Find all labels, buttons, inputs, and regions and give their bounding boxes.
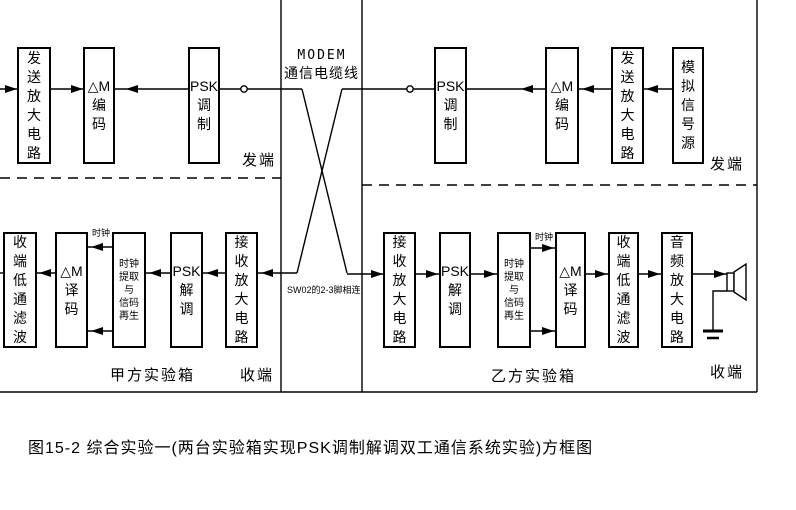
station-b-name: 乙方实验箱 <box>491 368 577 385</box>
b-audio-amplifier-block: 音 频 放 大 电 路 <box>661 232 693 348</box>
terminal-circles <box>240 85 414 93</box>
sw02-wiring-note: SW02的2-3脚相连 <box>287 285 361 295</box>
b-rx-end-label: 收端 <box>710 364 745 381</box>
b-delta-m-encoder-block: △M 编 码 <box>545 47 579 164</box>
a-tx-end-label: 发端 <box>242 152 277 169</box>
modem-label: MODEM <box>297 48 347 63</box>
a-psk-modulator-block: PSK 调 制 <box>188 47 220 164</box>
b-psk-modulator-block: PSK 调 制 <box>434 47 467 164</box>
b-lowpass-filter-block: 收 端 低 通 滤 波 <box>608 232 639 348</box>
b-psk-demodulator-block: PSK 解 调 <box>439 232 471 348</box>
a-rx-end-label: 收端 <box>240 367 275 384</box>
arrowheads <box>5 85 726 335</box>
a-tx-amplifier-block: 发 送 放 大 电 路 <box>17 47 51 164</box>
a-clock-recovery-block: 时钟 提取 与 信码 再生 <box>112 232 146 348</box>
figure-caption: 图15-2 综合实验一(两台实验箱实现PSK调制解调双工通信系统实验)方框图 <box>28 440 594 457</box>
a-delta-m-decoder-block: △M 译 码 <box>55 232 88 348</box>
frame-lines <box>0 0 758 393</box>
cable-label: 通信电缆线 <box>284 65 359 81</box>
b-clock-recovery-block: 时钟 提取 与 信码 再生 <box>497 232 531 348</box>
b-tx-end-label: 发端 <box>710 156 745 173</box>
a-delta-m-encoder-block: △M 编 码 <box>83 47 115 164</box>
a-clock-label: 时钟 <box>92 228 111 238</box>
a-rx-amplifier-block: 接 收 放 大 电 路 <box>225 232 258 348</box>
station-a-name: 甲方实验箱 <box>110 367 196 384</box>
ground-icon <box>703 290 727 340</box>
b-tx-amplifier-block: 发 送 放 大 电 路 <box>611 47 644 164</box>
b-rx-amplifier-block: 接 收 放 大 电 路 <box>383 232 416 348</box>
b-delta-m-decoder-block: △M 译 码 <box>555 232 586 348</box>
b-analog-source-block: 模 拟 信 号 源 <box>672 47 704 164</box>
speaker-icon <box>726 262 747 302</box>
b-clock-label: 时钟 <box>535 232 554 242</box>
a-psk-demodulator-block: PSK 解 调 <box>170 232 203 348</box>
a-lowpass-filter-block: 收 端 低 通 滤 波 <box>3 232 37 348</box>
